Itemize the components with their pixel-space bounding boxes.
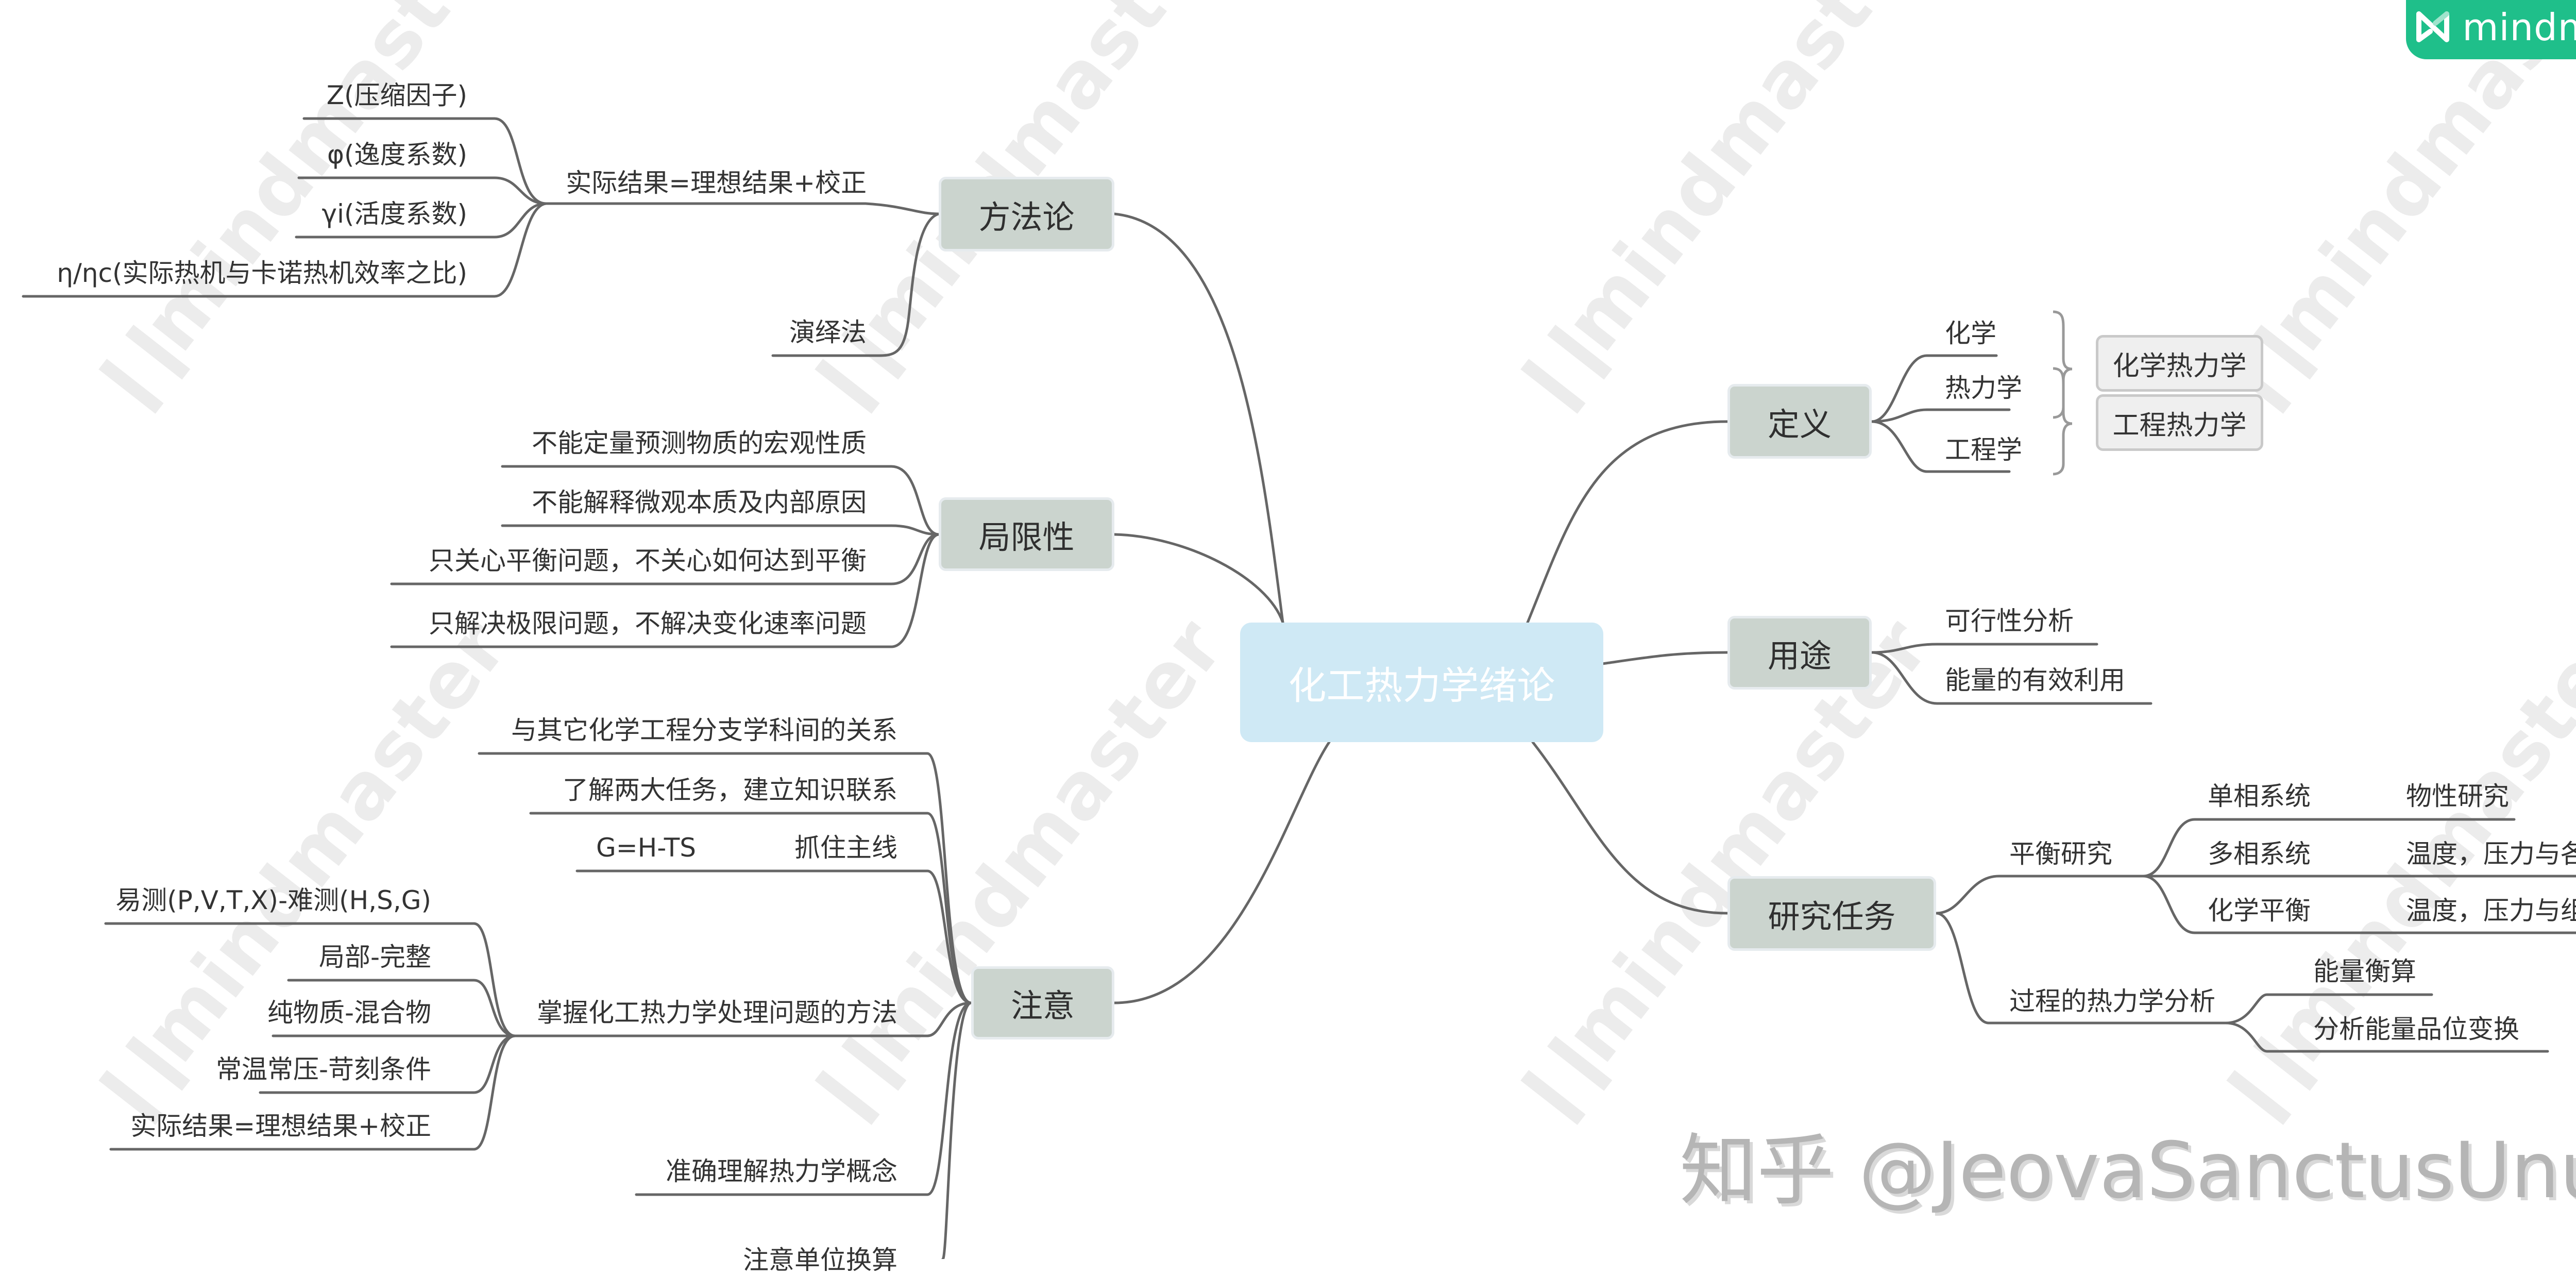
subtopic-item[interactable]: φ(逸度系数)	[327, 140, 467, 170]
summary-label: 化学热力学	[2112, 350, 2247, 382]
subtopic-item[interactable]: 准确理解热力学概念	[666, 1156, 897, 1186]
subtopic-item[interactable]: 了解两大任务，建立知识联系	[563, 775, 897, 805]
topic-definition[interactable]: 定义	[1727, 384, 1872, 459]
subtopic-item[interactable]: 注意单位换算	[743, 1245, 897, 1275]
subtopic-item[interactable]: 可行性分析	[1945, 606, 2074, 636]
subtopic-item[interactable]: 化学	[1945, 318, 1996, 348]
subtopic-item[interactable]: η/ηc(实际热机与卡诺热机效率之比)	[57, 258, 467, 288]
subtopic-item[interactable]: 分析能量品位变换	[2313, 1014, 2519, 1044]
subtopic-process[interactable]: 过程的热力学分析	[2009, 986, 2215, 1016]
subtopic-item[interactable]: 常温常压-苛刻条件	[215, 1054, 431, 1084]
topic-label: 注意	[1010, 987, 1075, 1025]
subtopic-item[interactable]: γi(活度系数)	[321, 199, 468, 229]
topic-research[interactable]: 研究任务	[1727, 876, 1936, 951]
subtopic-item[interactable]: 抓住主线	[794, 833, 897, 863]
subtopic-item[interactable]: 能量的有效利用	[1945, 665, 2125, 695]
topic-limitations[interactable]: 局限性	[939, 497, 1114, 571]
topic-label: 定义	[1767, 405, 1832, 443]
topic-usage[interactable]: 用途	[1727, 616, 1872, 690]
subtopic-item[interactable]: 化学平衡	[2208, 896, 2311, 926]
subtopic-item[interactable]: 只解决极限问题，不解决变化速率问题	[429, 609, 867, 639]
credit-watermark: 知乎 @JeovaSanctusUnus	[1680, 1126, 2576, 1216]
subtopic-equilibrium[interactable]: 平衡研究	[2009, 839, 2112, 869]
subtopic-item[interactable]: 能量衡算	[2313, 957, 2416, 986]
topic-attention[interactable]: 注意	[971, 966, 1114, 1039]
formula-label: G=H-TS	[596, 833, 696, 863]
summary-engineering-thermodynamics[interactable]: 工程热力学	[2096, 394, 2263, 451]
subtopic-item[interactable]: Z(压缩因子)	[326, 80, 467, 110]
subtopic-item[interactable]: 与其它化学工程分支学科间的关系	[511, 715, 897, 745]
subtopic-item[interactable]: 只关心平衡问题，不关心如何达到平衡	[429, 546, 867, 576]
subtopic-actual-result[interactable]: 实际结果=理想结果+校正	[566, 168, 867, 198]
summary-label: 工程热力学	[2112, 410, 2247, 441]
subtopic-item[interactable]: 实际结果=理想结果+校正	[130, 1111, 431, 1141]
root-topic-label: 化工热力学绪论	[1288, 663, 1555, 708]
subtopic-item[interactable]: 工程学	[1945, 435, 2022, 465]
subtopic-methods[interactable]: 掌握化工热力学处理问题的方法	[537, 998, 897, 1028]
subtopic-detail[interactable]: 温度，压力与组成的相	[2406, 896, 2576, 926]
topic-label: 用途	[1767, 636, 1832, 675]
subtopic-deduction[interactable]: 演绎法	[789, 317, 867, 347]
subtopic-item[interactable]: 易测(P,V,T,X)-难测(H,S,G)	[115, 885, 431, 915]
subtopic-item[interactable]: 局部-完整	[318, 942, 431, 972]
summary-chemical-thermodynamics[interactable]: 化学热力学	[2096, 335, 2263, 392]
subtopic-item[interactable]: 纯物质-混合物	[267, 998, 431, 1028]
topic-methodology[interactable]: 方法论	[939, 177, 1114, 251]
subtopic-detail[interactable]: 温度，压力与各相组成	[2406, 839, 2576, 869]
subtopic-item[interactable]: 多相系统	[2208, 839, 2311, 869]
topic-label: 方法论	[978, 198, 1075, 236]
root-topic[interactable]: 化工热力学绪论	[1240, 623, 1603, 742]
mindmaster-logo-text: mindmaster	[2462, 5, 2576, 49]
mindmaster-logo-icon	[2416, 11, 2450, 42]
mindmaster-logo: mindmaster	[2406, 0, 2576, 59]
topic-label: 研究任务	[1768, 897, 1896, 935]
subtopic-item[interactable]: 单相系统	[2208, 781, 2311, 811]
subtopic-item[interactable]: 不能定量预测物质的宏观性质	[532, 428, 867, 458]
subtopic-item[interactable]: 不能解释微观本质及内部原因	[532, 488, 867, 517]
subtopic-item[interactable]: 热力学	[1945, 373, 2022, 403]
topic-label: 局限性	[978, 518, 1075, 556]
subtopic-detail[interactable]: 物性研究	[2406, 781, 2509, 811]
